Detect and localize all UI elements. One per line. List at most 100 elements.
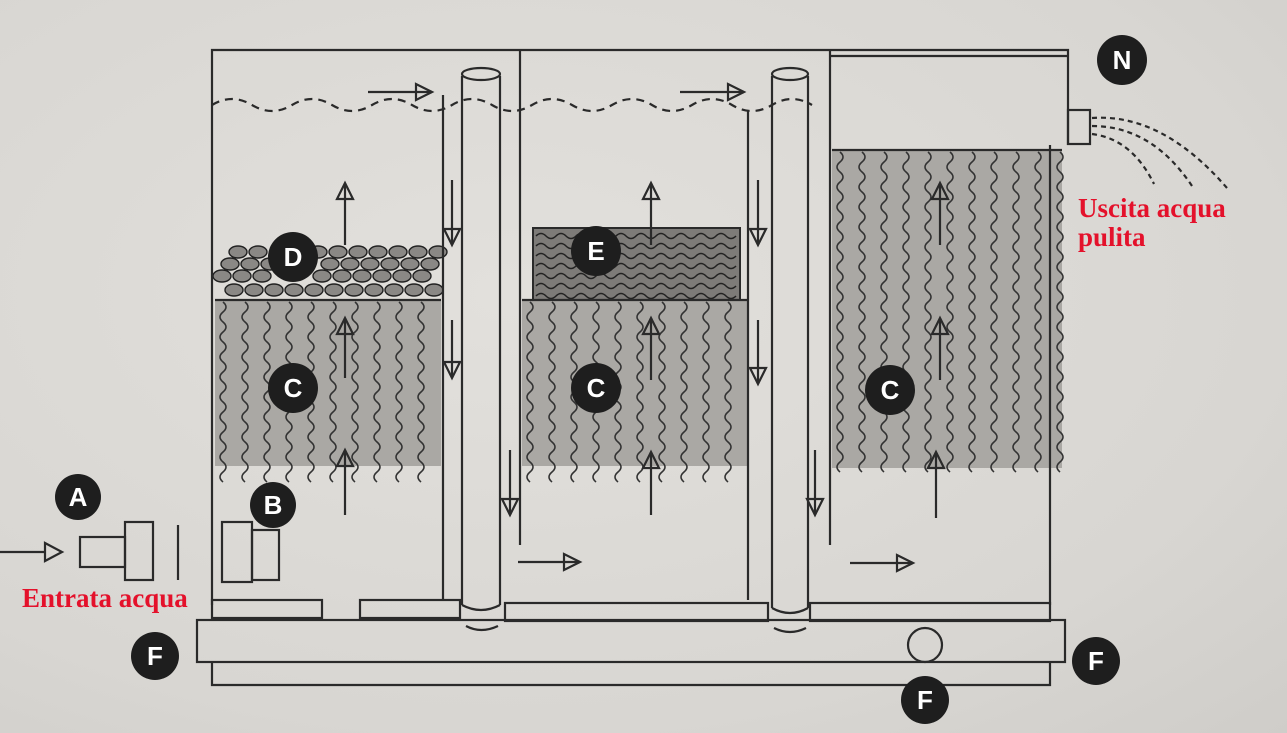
media-c-chamber-2 xyxy=(522,300,747,466)
pebble xyxy=(320,257,340,271)
media-fiber-line xyxy=(351,301,359,483)
label-f: F xyxy=(147,641,163,671)
flow-arrowhead xyxy=(335,315,355,336)
flow-arrowhead xyxy=(335,180,355,201)
inlet-fitting-a xyxy=(0,520,180,582)
pebble xyxy=(428,245,448,259)
badge-a: A xyxy=(55,474,101,520)
pebble xyxy=(424,283,444,297)
flow-arrowhead xyxy=(641,449,661,470)
pebble xyxy=(248,245,268,259)
media-fiber-line xyxy=(902,151,910,473)
pebble xyxy=(228,245,248,259)
media-e-wave xyxy=(535,292,737,300)
pebble xyxy=(344,283,364,297)
pebble xyxy=(252,269,272,283)
badge-f-2: F xyxy=(1072,637,1120,685)
flow-arrowhead xyxy=(895,553,916,573)
pebble xyxy=(304,283,324,297)
media-e-wave xyxy=(535,262,737,270)
label-c: C xyxy=(284,373,303,403)
pebble xyxy=(400,257,420,271)
media-fiber-line xyxy=(1034,151,1042,473)
label-e: E xyxy=(587,236,604,266)
media-fiber-line xyxy=(702,301,710,483)
flow-arrows xyxy=(335,82,950,573)
media-fiber-line xyxy=(880,151,888,473)
pebble xyxy=(340,257,360,271)
pebble xyxy=(372,269,392,283)
drain-manifold xyxy=(195,618,1067,687)
media-fiber-line xyxy=(526,301,534,483)
filter-media xyxy=(212,150,1064,483)
media-fiber-line xyxy=(263,301,271,483)
media-fiber-line xyxy=(219,301,227,483)
media-fiber-line xyxy=(858,151,866,473)
flow-arrowhead xyxy=(335,447,355,468)
media-fiber-line xyxy=(241,301,249,483)
media-fiber-line xyxy=(658,301,666,483)
pebble xyxy=(408,245,428,259)
flow-arrowhead xyxy=(641,180,661,201)
flow-arrowhead xyxy=(926,449,946,470)
label-a: A xyxy=(69,482,88,512)
pebble xyxy=(360,257,380,271)
flow-arrowhead xyxy=(726,82,747,102)
media-fiber-line xyxy=(924,151,932,473)
media-fiber-line xyxy=(395,301,403,483)
media-fiber-line xyxy=(968,151,976,473)
badge-f-1: F xyxy=(131,632,179,680)
flow-arrowhead xyxy=(930,315,950,336)
overflow-pipe-1 xyxy=(460,66,502,632)
pebble xyxy=(368,245,388,259)
flow-arrowhead xyxy=(748,366,768,387)
badge-c-3: C xyxy=(865,365,915,415)
media-e-wave xyxy=(535,242,737,250)
pebble xyxy=(412,269,432,283)
label-c: C xyxy=(881,375,900,405)
flow-arrowhead xyxy=(805,497,825,518)
media-fiber-line xyxy=(946,151,954,473)
pebble xyxy=(332,269,352,283)
media-fiber-line xyxy=(836,151,844,473)
flow-arrowhead xyxy=(442,227,462,248)
badge-e: E xyxy=(571,226,621,276)
flow-arrowhead xyxy=(500,497,520,518)
pebble xyxy=(388,245,408,259)
media-fiber-line xyxy=(680,301,688,483)
media-fiber-line xyxy=(417,301,425,483)
media-e-wave xyxy=(535,282,737,290)
badge-c-2: C xyxy=(571,363,621,413)
media-fiber-line xyxy=(329,301,337,483)
media-fiber-line xyxy=(990,151,998,473)
pebble xyxy=(220,257,240,271)
pebble xyxy=(284,283,304,297)
flow-arrowhead xyxy=(930,180,950,201)
pebble xyxy=(212,269,232,283)
overflow-pipe-2 xyxy=(770,66,810,634)
outlet-caption-line1: Uscita acqua xyxy=(1078,193,1226,223)
media-e-wave xyxy=(535,252,737,260)
pebble xyxy=(420,257,440,271)
media-c-chamber-1 xyxy=(215,300,441,466)
label-n: N xyxy=(1113,45,1132,75)
pebble xyxy=(324,283,344,297)
pebble xyxy=(364,283,384,297)
badge-b: B xyxy=(250,482,296,528)
label-d: D xyxy=(284,242,303,272)
pebble xyxy=(244,283,264,297)
flow-arrowhead xyxy=(442,360,462,381)
flow-arrowhead xyxy=(562,552,583,572)
badge-d: D xyxy=(268,232,318,282)
tank-structure xyxy=(0,48,1228,687)
media-e-wave xyxy=(535,232,737,240)
media-fiber-line xyxy=(1056,151,1064,473)
media-fiber-line xyxy=(724,301,732,483)
pebble xyxy=(328,245,348,259)
label-f: F xyxy=(917,685,933,715)
badge-f-3: F xyxy=(901,676,949,724)
flow-arrowhead xyxy=(748,227,768,248)
media-fiber-line xyxy=(1012,151,1020,473)
